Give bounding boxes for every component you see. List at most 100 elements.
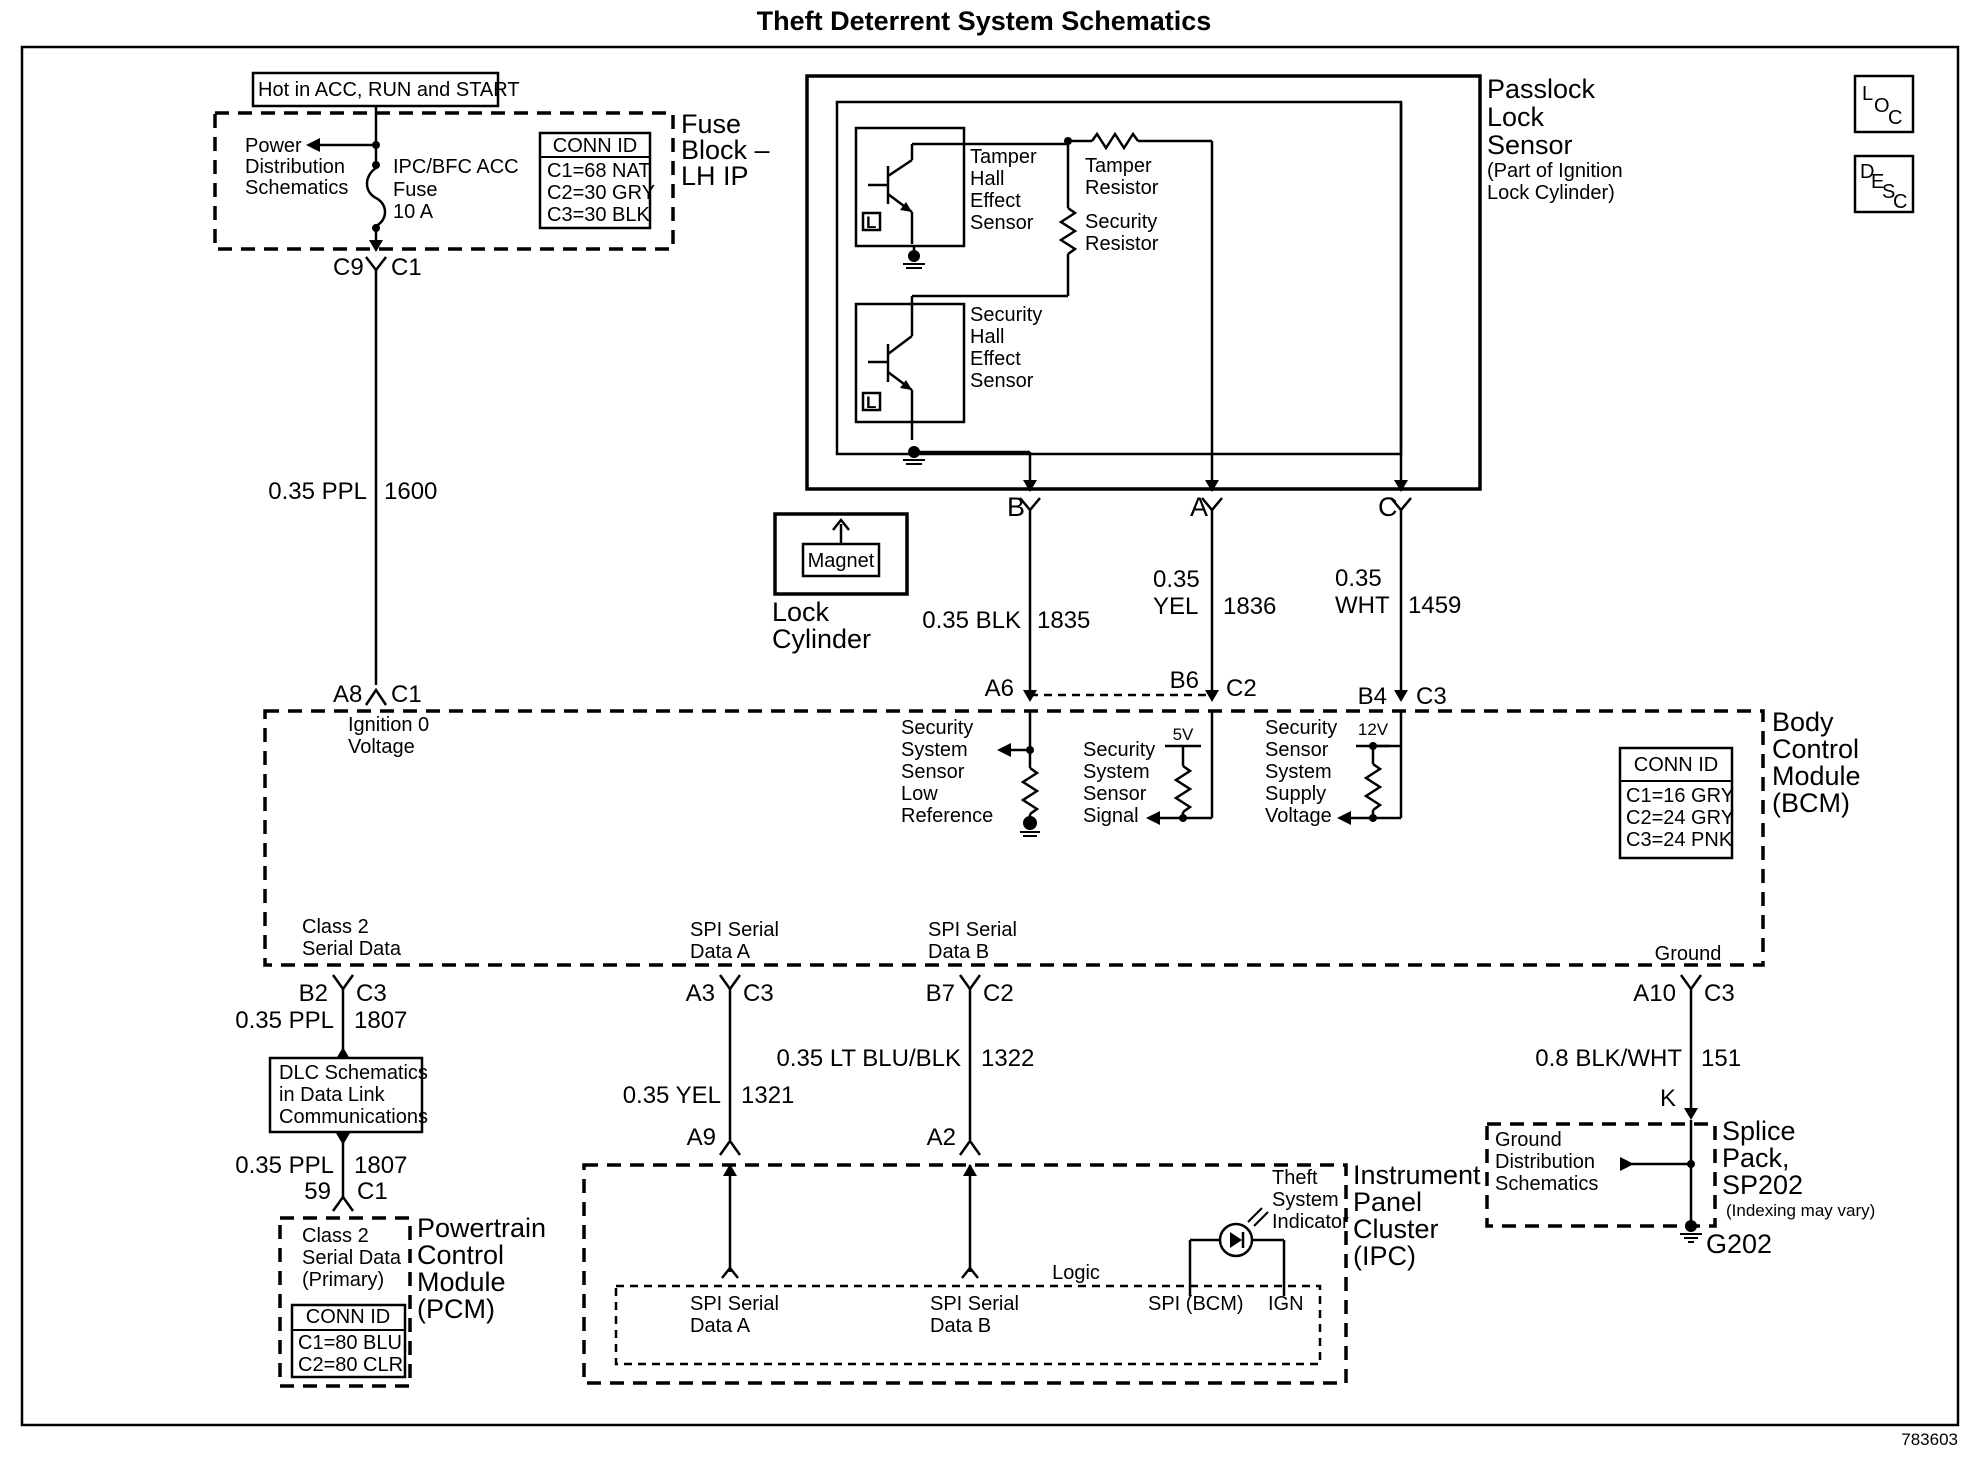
svg-text:Data A: Data A bbox=[690, 1315, 751, 1337]
svg-text:C1=80 BLU: C1=80 BLU bbox=[298, 1332, 402, 1354]
svg-text:(Primary): (Primary) bbox=[302, 1269, 384, 1291]
svg-text:(Part of Ignition: (Part of Ignition bbox=[1487, 160, 1623, 182]
dlc-schematics-box[interactable] bbox=[268, 1056, 424, 1134]
svg-text:A10: A10 bbox=[1633, 980, 1676, 1007]
svg-text:Communications: Communications bbox=[279, 1106, 428, 1128]
svg-text:B2: B2 bbox=[299, 980, 328, 1007]
svg-text:B4: B4 bbox=[1358, 683, 1387, 710]
svg-text:Voltage: Voltage bbox=[348, 736, 415, 758]
powertrain-control-module: Powertrain Control Module (PCM) Class 2 … bbox=[278, 1213, 546, 1388]
svg-text:0.35 PPL: 0.35 PPL bbox=[235, 1007, 334, 1034]
svg-text:Low: Low bbox=[901, 783, 938, 805]
svg-text:C2: C2 bbox=[983, 980, 1014, 1007]
page-title: Theft Deterrent System Schematics bbox=[757, 6, 1212, 36]
fuse-conn-id-box bbox=[538, 131, 652, 230]
svg-text:Sensor: Sensor bbox=[901, 761, 965, 783]
svg-text:Module: Module bbox=[417, 1267, 506, 1297]
svg-text:C2=24 GRY: C2=24 GRY bbox=[1626, 807, 1734, 829]
svg-text:Schematics: Schematics bbox=[1495, 1173, 1598, 1195]
svg-text:Ground: Ground bbox=[1495, 1129, 1562, 1151]
svg-text:Cluster: Cluster bbox=[1353, 1214, 1439, 1244]
svg-text:Lock Cylinder): Lock Cylinder) bbox=[1487, 182, 1615, 204]
svg-text:Body: Body bbox=[1772, 707, 1834, 737]
svg-text:10 A: 10 A bbox=[393, 201, 434, 223]
svg-text:SPI Serial: SPI Serial bbox=[928, 919, 1017, 941]
svg-text:Pack,: Pack, bbox=[1722, 1143, 1790, 1173]
svg-text:Splice: Splice bbox=[1722, 1116, 1796, 1146]
desc-icon[interactable]: D E S C bbox=[1853, 154, 1915, 214]
svg-text:Security: Security bbox=[1083, 739, 1155, 761]
svg-text:Security: Security bbox=[970, 304, 1042, 326]
svg-text:Module: Module bbox=[1772, 761, 1861, 791]
svg-text:(PCM): (PCM) bbox=[417, 1294, 495, 1324]
svg-text:Resistor: Resistor bbox=[1085, 233, 1159, 255]
svg-text:59: 59 bbox=[304, 1178, 331, 1205]
svg-text:K: K bbox=[1660, 1085, 1676, 1112]
svg-text:System: System bbox=[1265, 761, 1332, 783]
svg-text:Class 2: Class 2 bbox=[302, 916, 369, 938]
svg-text:C: C bbox=[1888, 107, 1902, 129]
svg-text:Data B: Data B bbox=[928, 941, 989, 963]
svg-text:5V: 5V bbox=[1173, 725, 1194, 744]
svg-text:in Data Link: in Data Link bbox=[279, 1084, 386, 1106]
outer-frame bbox=[20, 45, 1960, 1427]
svg-text:System: System bbox=[1272, 1189, 1339, 1211]
loc-icon[interactable]: L O C bbox=[1853, 74, 1915, 134]
svg-text:0.35 BLK: 0.35 BLK bbox=[922, 607, 1021, 634]
svg-text:SPI Serial: SPI Serial bbox=[690, 1293, 779, 1315]
svg-text:1600: 1600 bbox=[384, 478, 437, 505]
svg-text:12V: 12V bbox=[1358, 720, 1389, 739]
svg-text:A: A bbox=[1190, 492, 1208, 522]
body-control-module: Body Control Module (BCM) CONN ID C1=16 … bbox=[263, 707, 1861, 967]
svg-text:C3: C3 bbox=[356, 980, 387, 1007]
svg-text:A9: A9 bbox=[687, 1124, 716, 1151]
svg-text:Lock: Lock bbox=[772, 597, 830, 627]
fuse-block-name-1: Fuse bbox=[681, 109, 741, 139]
svg-text:System: System bbox=[901, 739, 968, 761]
svg-text:Serial Data: Serial Data bbox=[302, 938, 402, 960]
svg-text:C3: C3 bbox=[1704, 980, 1735, 1007]
svg-text:WHT: WHT bbox=[1335, 592, 1390, 619]
svg-text:Resistor: Resistor bbox=[1085, 177, 1159, 199]
svg-text:Tamper: Tamper bbox=[970, 146, 1037, 168]
svg-text:L: L bbox=[866, 393, 876, 412]
svg-text:L: L bbox=[1862, 83, 1873, 105]
svg-text:(BCM): (BCM) bbox=[1772, 788, 1850, 818]
svg-text:E: E bbox=[1871, 171, 1884, 193]
svg-text:Tamper: Tamper bbox=[1085, 155, 1152, 177]
svg-text:0.35 PPL: 0.35 PPL bbox=[268, 478, 367, 505]
svg-text:SP202: SP202 bbox=[1722, 1170, 1803, 1200]
svg-text:C1: C1 bbox=[357, 1178, 388, 1205]
svg-text:C3: C3 bbox=[1416, 683, 1447, 710]
fuse-block-name-2: Block – bbox=[681, 135, 770, 165]
svg-text:Power: Power bbox=[245, 135, 302, 157]
svg-text:L: L bbox=[866, 213, 876, 232]
svg-text:Control: Control bbox=[1772, 734, 1859, 764]
svg-text:B: B bbox=[1007, 492, 1025, 522]
svg-text:Panel: Panel bbox=[1353, 1187, 1422, 1217]
svg-text:A2: A2 bbox=[927, 1124, 956, 1151]
svg-text:Powertrain: Powertrain bbox=[417, 1213, 546, 1243]
svg-text:Magnet: Magnet bbox=[808, 550, 875, 572]
svg-text:Sensor: Sensor bbox=[970, 370, 1034, 392]
svg-text:G202: G202 bbox=[1706, 1229, 1772, 1259]
passlock-sensor: Passlock Lock Sensor (Part of Ignition L… bbox=[805, 74, 1623, 492]
hot-in-label-box bbox=[251, 71, 500, 108]
svg-text:CONN ID: CONN ID bbox=[553, 135, 637, 157]
svg-text:C1: C1 bbox=[391, 254, 422, 281]
svg-text:C: C bbox=[1893, 191, 1907, 213]
svg-text:C9: C9 bbox=[333, 254, 364, 281]
svg-text:C3=30 BLK: C3=30 BLK bbox=[547, 204, 651, 226]
svg-text:Ground: Ground bbox=[1655, 943, 1722, 965]
svg-text:Voltage: Voltage bbox=[1265, 805, 1332, 827]
svg-text:SPI (BCM): SPI (BCM) bbox=[1148, 1293, 1244, 1315]
svg-text:CONN ID: CONN ID bbox=[306, 1306, 390, 1328]
svg-text:0.35 PPL: 0.35 PPL bbox=[235, 1152, 334, 1179]
svg-text:Schematics: Schematics bbox=[245, 177, 348, 199]
svg-text:Security: Security bbox=[1085, 211, 1157, 233]
instrument-panel-cluster: Instrument Panel Cluster (IPC) Logic SPI… bbox=[582, 1160, 1481, 1385]
svg-text:C3=24 PNK: C3=24 PNK bbox=[1626, 829, 1733, 851]
svg-text:Reference: Reference bbox=[901, 805, 993, 827]
svg-text:SPI Serial: SPI Serial bbox=[690, 919, 779, 941]
svg-text:SPI Serial: SPI Serial bbox=[930, 1293, 1019, 1315]
